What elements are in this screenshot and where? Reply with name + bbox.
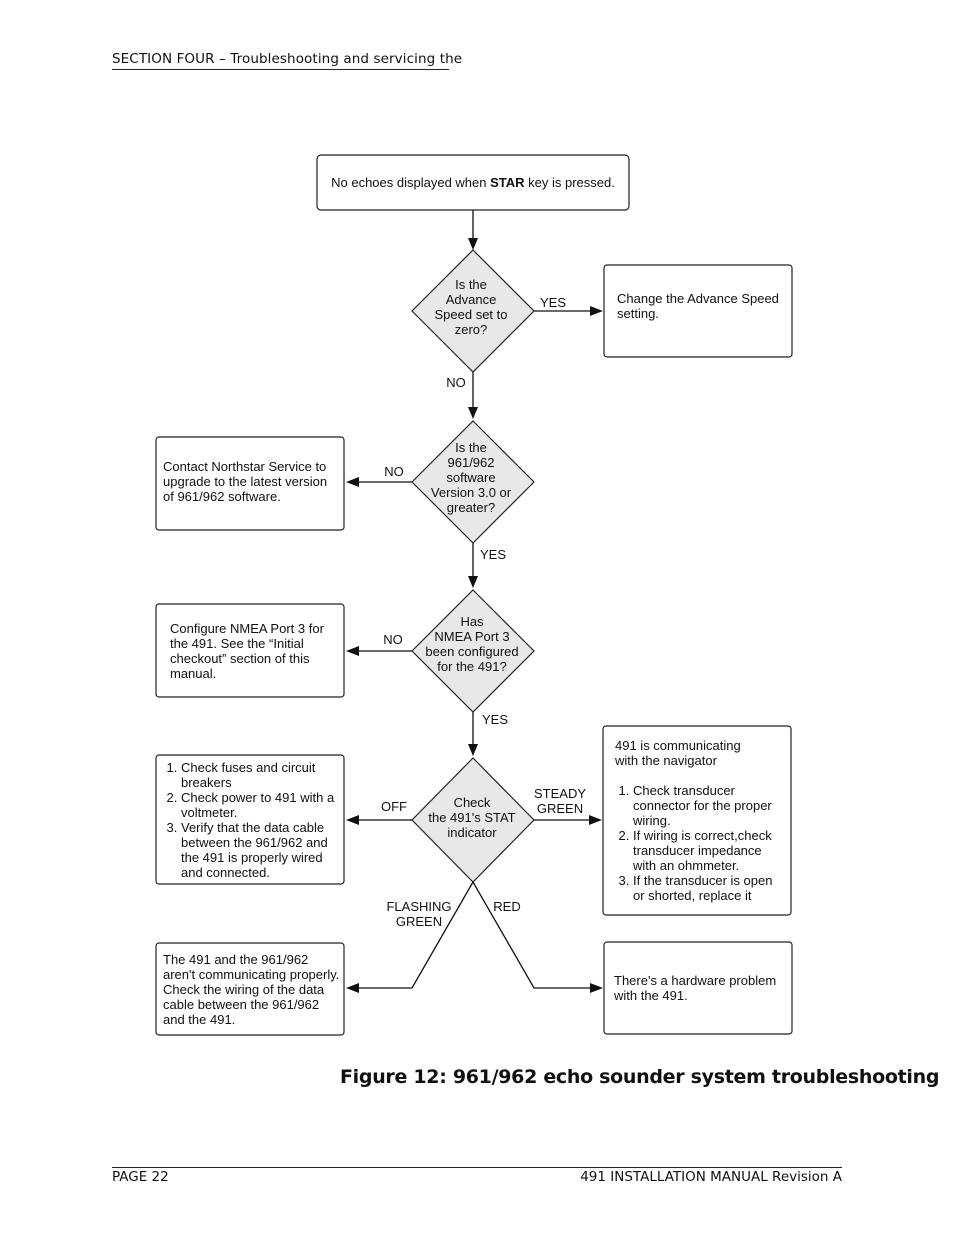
off-step: Check power to 491 with a voltmeter.: [181, 790, 341, 820]
nmea-port-question: Has NMEA Port 3 been configured for the …: [418, 614, 526, 674]
steady-step: Check transducer connector for the prope…: [633, 783, 785, 828]
q2-line: Version 3.0 or: [430, 485, 512, 500]
off-step: Check fuses and circuit breakers: [181, 760, 341, 790]
advance-speed-box: [603, 264, 793, 358]
flashing-green-box: [155, 942, 345, 1036]
off-actions-list: Check fuses and circuit breakers Check p…: [163, 760, 341, 880]
q3-line: been configured: [425, 644, 519, 659]
steady-green-box: [602, 725, 792, 916]
q1-no-label: NO: [446, 375, 466, 390]
q3-line: Has: [460, 614, 484, 629]
flashing-label-line: FLASHING: [386, 899, 452, 914]
q1-line: Speed set to: [434, 307, 508, 322]
steady-label-line: STEADY: [533, 786, 586, 801]
steady-step: If the transducer is open or shorted, re…: [633, 873, 785, 903]
section-header: SECTION FOUR – Troubleshooting and servi…: [112, 51, 463, 67]
configure-nmea-box: [155, 603, 345, 698]
q4-line: indicator: [447, 825, 497, 840]
contact-service-action: Contact Northstar Service to upgrade to …: [163, 459, 328, 504]
page-number: PAGE 22: [112, 1169, 169, 1185]
footer-rule: [112, 1167, 842, 1168]
red-action: There's a hardware problem with the 491.: [614, 973, 777, 1003]
q3-line: for the 491?: [437, 659, 507, 674]
q2-line: greater?: [446, 500, 496, 515]
q1-line: zero?: [454, 322, 488, 337]
q4-line: Check: [453, 795, 491, 810]
stat-indicator-question: Check the 491's STAT indicator: [420, 795, 524, 840]
red-label: RED: [493, 899, 521, 914]
steady-step: If wiring is correct,check transducer im…: [633, 828, 785, 873]
q4-line: the 491's STAT: [428, 810, 516, 825]
flashing-green-label: FLASHING GREEN: [382, 899, 456, 929]
header-rule: [112, 69, 449, 70]
flashing-green-action: The 491 and the 961/962 aren't communica…: [163, 952, 340, 1027]
configure-nmea-action: Configure NMEA Port 3 for the 491. See t…: [170, 621, 324, 681]
steady-green-label: STEADY GREEN: [530, 786, 590, 816]
steady-intro-line: with the navigator: [615, 753, 717, 768]
contact-service-box: [155, 436, 345, 531]
star-key-label: STAR: [490, 175, 525, 190]
software-version-question: Is the 961/962 software Version 3.0 or g…: [420, 440, 522, 515]
start-text: No echoes displayed when STAR key is pre…: [317, 175, 629, 190]
q2-no-label: NO: [384, 464, 404, 479]
q3-line: NMEA Port 3: [434, 629, 510, 644]
q2-line: software: [446, 470, 496, 485]
steady-label-line: GREEN: [536, 801, 584, 816]
off-actions-box: [155, 754, 345, 885]
q1-yes-label: YES: [539, 295, 566, 310]
off-label: OFF: [381, 799, 407, 814]
figure-caption: Figure 12: 961/962 echo sounder system t…: [340, 1066, 940, 1088]
steady-green-actions: 491 is communicating with the navigator …: [615, 738, 785, 903]
flashing-label-line: GREEN: [395, 914, 443, 929]
q2-yes-label: YES: [479, 547, 506, 562]
advance-speed-question: Is the Advance Speed set to zero?: [420, 277, 522, 337]
red-box: [603, 941, 793, 1035]
start-text-after: key is pressed.: [524, 175, 615, 190]
advance-speed-action: Change the Advance Speed setting.: [617, 291, 779, 321]
q2-line: 961/962: [447, 455, 495, 470]
q2-line: Is the: [455, 440, 487, 455]
manual-title: 491 INSTALLATION MANUAL Revision A: [580, 1169, 842, 1185]
q1-line: Is the: [455, 277, 487, 292]
q3-yes-label: YES: [481, 712, 508, 727]
off-step: Verify that the data cable between the 9…: [181, 820, 341, 880]
start-text-before: No echoes displayed when: [331, 175, 491, 190]
steady-intro-line: 491 is communicating: [615, 738, 741, 753]
q1-line: Advance: [445, 292, 497, 307]
q3-no-label: NO: [383, 632, 403, 647]
